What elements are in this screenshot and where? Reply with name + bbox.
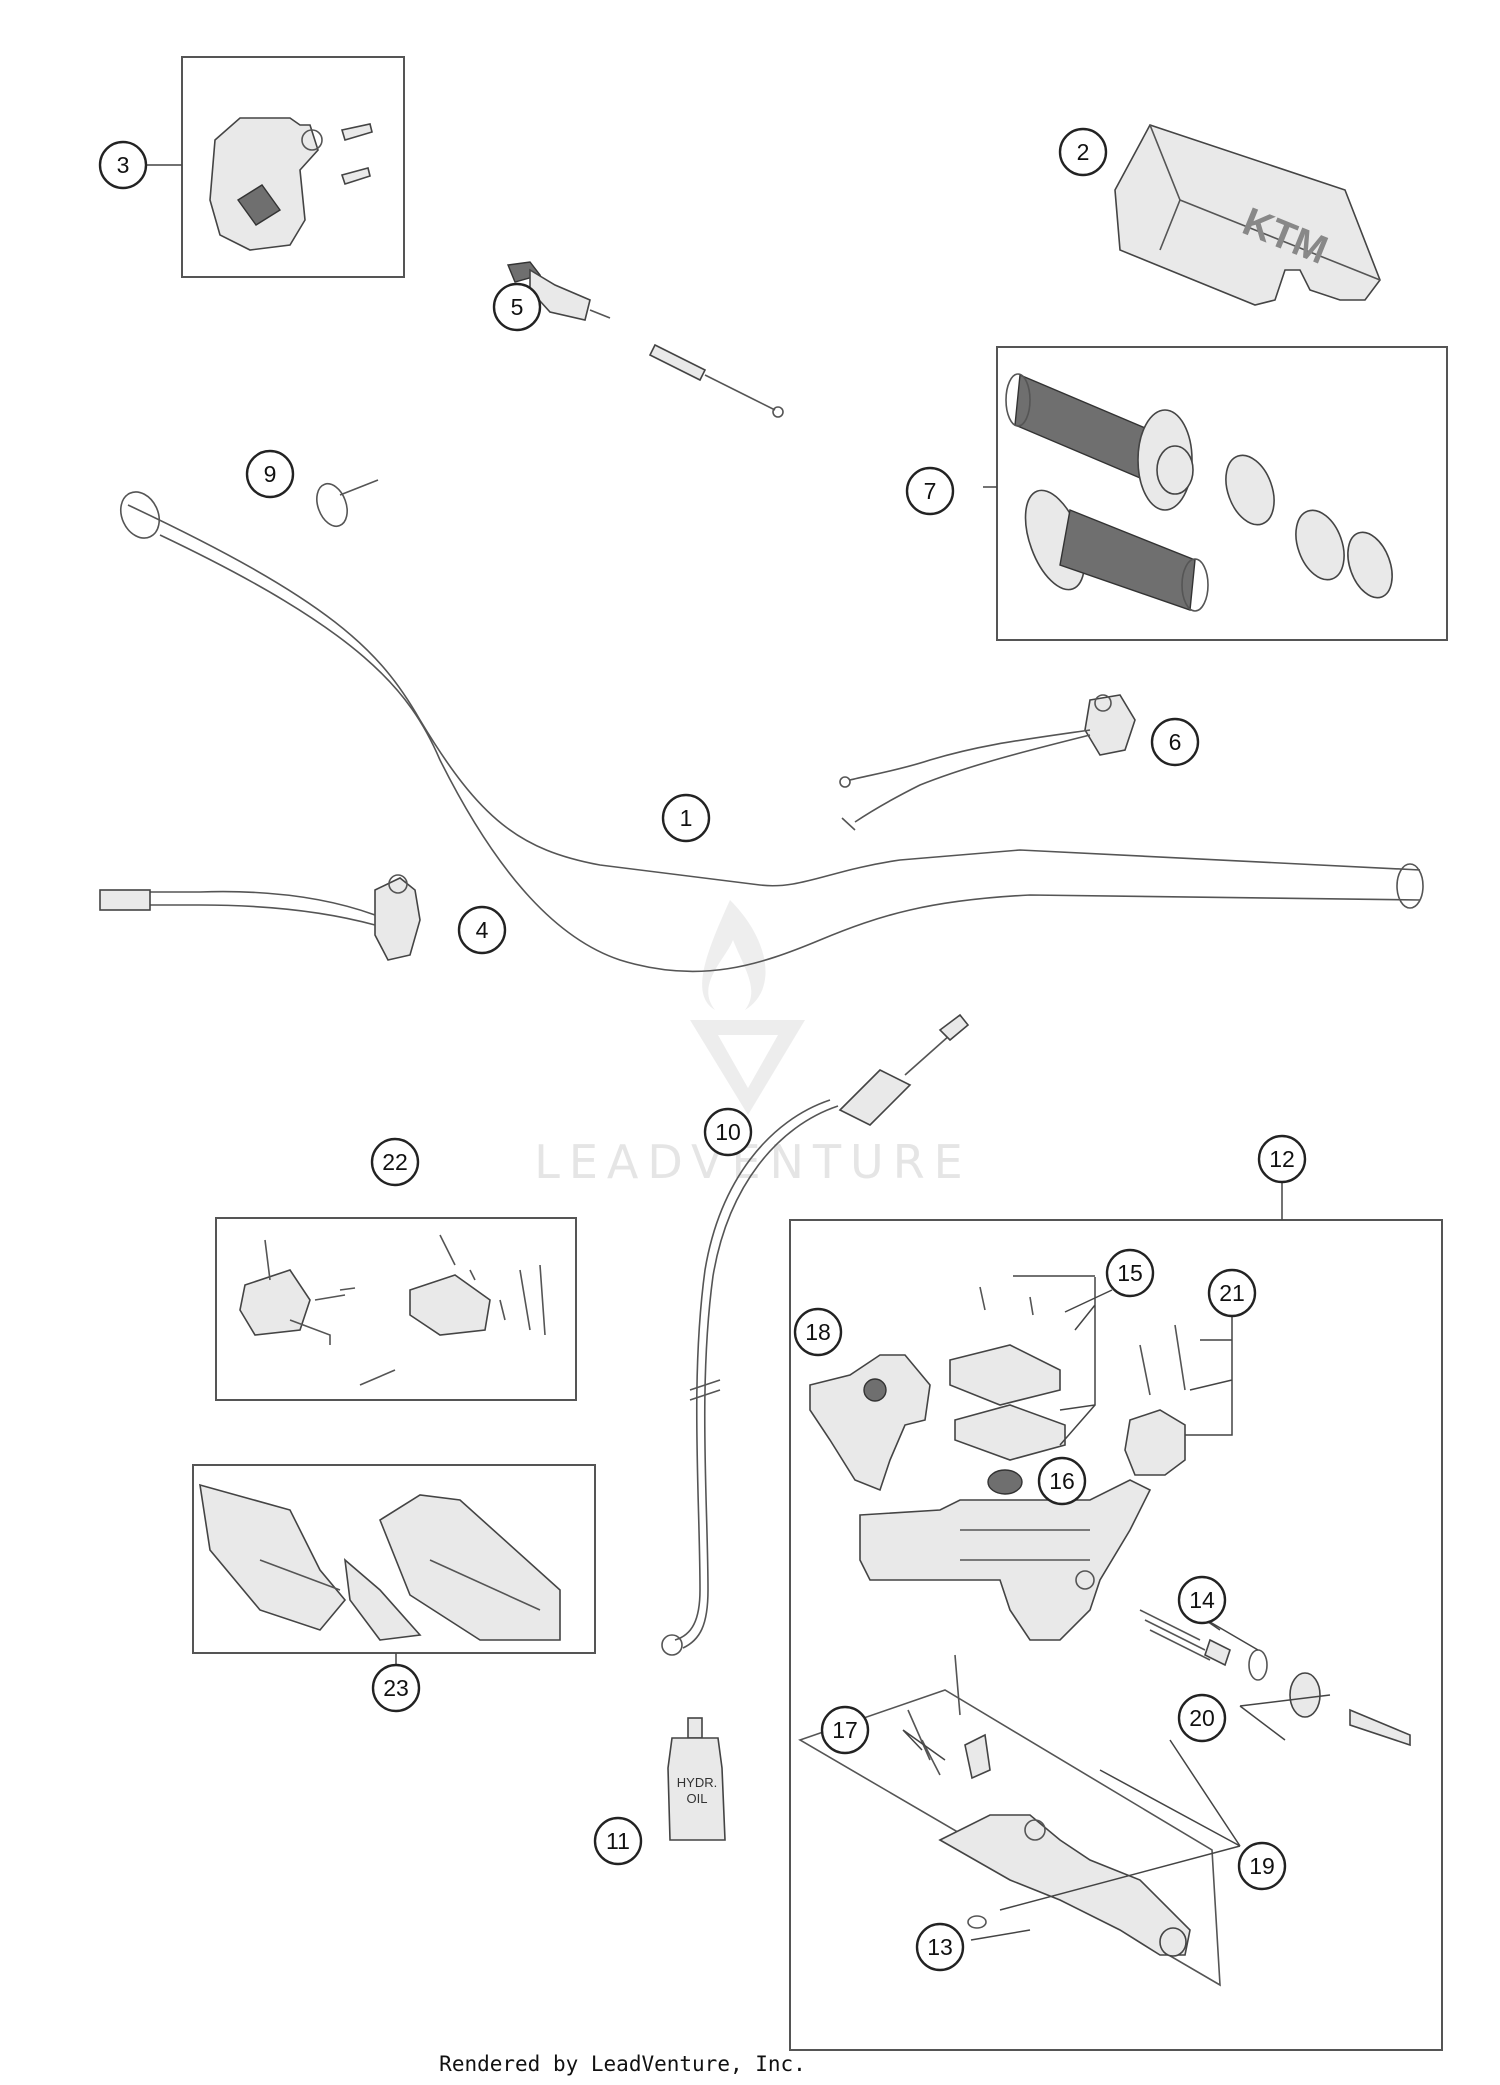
handlebar-pad: KTM	[1114, 124, 1381, 306]
flame-watermark-icon	[702, 900, 766, 1010]
callout-7: 7	[905, 466, 955, 516]
callout-17: 17	[820, 1705, 870, 1755]
svg-text:21: 21	[1219, 1280, 1245, 1306]
svg-text:17: 17	[832, 1717, 858, 1743]
leader-lines	[147, 164, 1331, 1941]
callout-1: 1	[661, 793, 711, 843]
callout-14: 14	[1177, 1575, 1227, 1625]
throttle-cable	[507, 261, 784, 418]
handlebar	[119, 491, 1424, 973]
brake-master-cylinder-group	[789, 1219, 1443, 2051]
callout-6: 6	[1150, 717, 1200, 767]
svg-text:6: 6	[1169, 729, 1182, 755]
brake-line	[661, 1013, 970, 1656]
watermark-text: LEADVENTURE	[534, 1135, 972, 1189]
callout-5: 5	[492, 282, 542, 332]
svg-text:18: 18	[805, 1319, 831, 1345]
svg-text:4: 4	[476, 917, 489, 943]
callout-21: 21	[1207, 1268, 1257, 1318]
callout-16: 16	[1037, 1456, 1087, 1506]
rendered-by-footer: Rendered by LeadVenture, Inc.	[439, 2052, 806, 2076]
callout-23: 23	[371, 1663, 421, 1713]
svg-text:15: 15	[1117, 1260, 1143, 1286]
svg-text:10: 10	[715, 1119, 741, 1145]
left-switch	[99, 874, 421, 961]
right-switch	[839, 694, 1136, 831]
callout-13: 13	[915, 1922, 965, 1972]
callout-11: 11	[593, 1816, 643, 1866]
cable-tie	[316, 479, 379, 528]
callout-9: 9	[245, 449, 295, 499]
svg-text:1: 1	[680, 805, 693, 831]
oil-label-line-1: HYDR.	[677, 1775, 717, 1790]
callout-15: 15	[1105, 1248, 1155, 1298]
svg-text:22: 22	[382, 1149, 408, 1175]
svg-text:11: 11	[606, 1828, 630, 1854]
handguard-mounts-group	[215, 1217, 577, 1401]
grips-group	[996, 346, 1448, 641]
svg-text:2: 2	[1077, 139, 1090, 165]
callout-22: 22	[370, 1137, 420, 1187]
hydraulic-oil-bottle: HYDR. OIL	[667, 1717, 726, 1841]
callout-19: 19	[1237, 1841, 1287, 1891]
callout-2: 2	[1058, 127, 1108, 177]
callout-18: 18	[793, 1307, 843, 1357]
throttle-housing-group	[181, 56, 405, 278]
callout-10: 10	[703, 1107, 753, 1157]
svg-text:23: 23	[383, 1675, 409, 1701]
svg-text:12: 12	[1269, 1146, 1295, 1172]
svg-text:7: 7	[924, 478, 937, 504]
svg-text:9: 9	[264, 461, 277, 487]
handguards-group	[192, 1464, 596, 1654]
oil-label-line-2: OIL	[687, 1791, 708, 1806]
svg-text:13: 13	[927, 1934, 953, 1960]
callout-4: 4	[457, 905, 507, 955]
svg-text:3: 3	[117, 152, 130, 178]
callout-12: 12	[1257, 1134, 1307, 1184]
svg-text:16: 16	[1049, 1468, 1075, 1494]
leadventure-watermark: LEADVENTURE	[534, 900, 972, 1189]
svg-text:19: 19	[1249, 1853, 1275, 1879]
callout-3: 3	[98, 140, 148, 190]
v-watermark-icon	[690, 1020, 805, 1115]
svg-text:5: 5	[511, 294, 524, 320]
svg-text:14: 14	[1189, 1587, 1215, 1613]
svg-text:20: 20	[1189, 1705, 1215, 1731]
callout-20: 20	[1177, 1693, 1227, 1743]
